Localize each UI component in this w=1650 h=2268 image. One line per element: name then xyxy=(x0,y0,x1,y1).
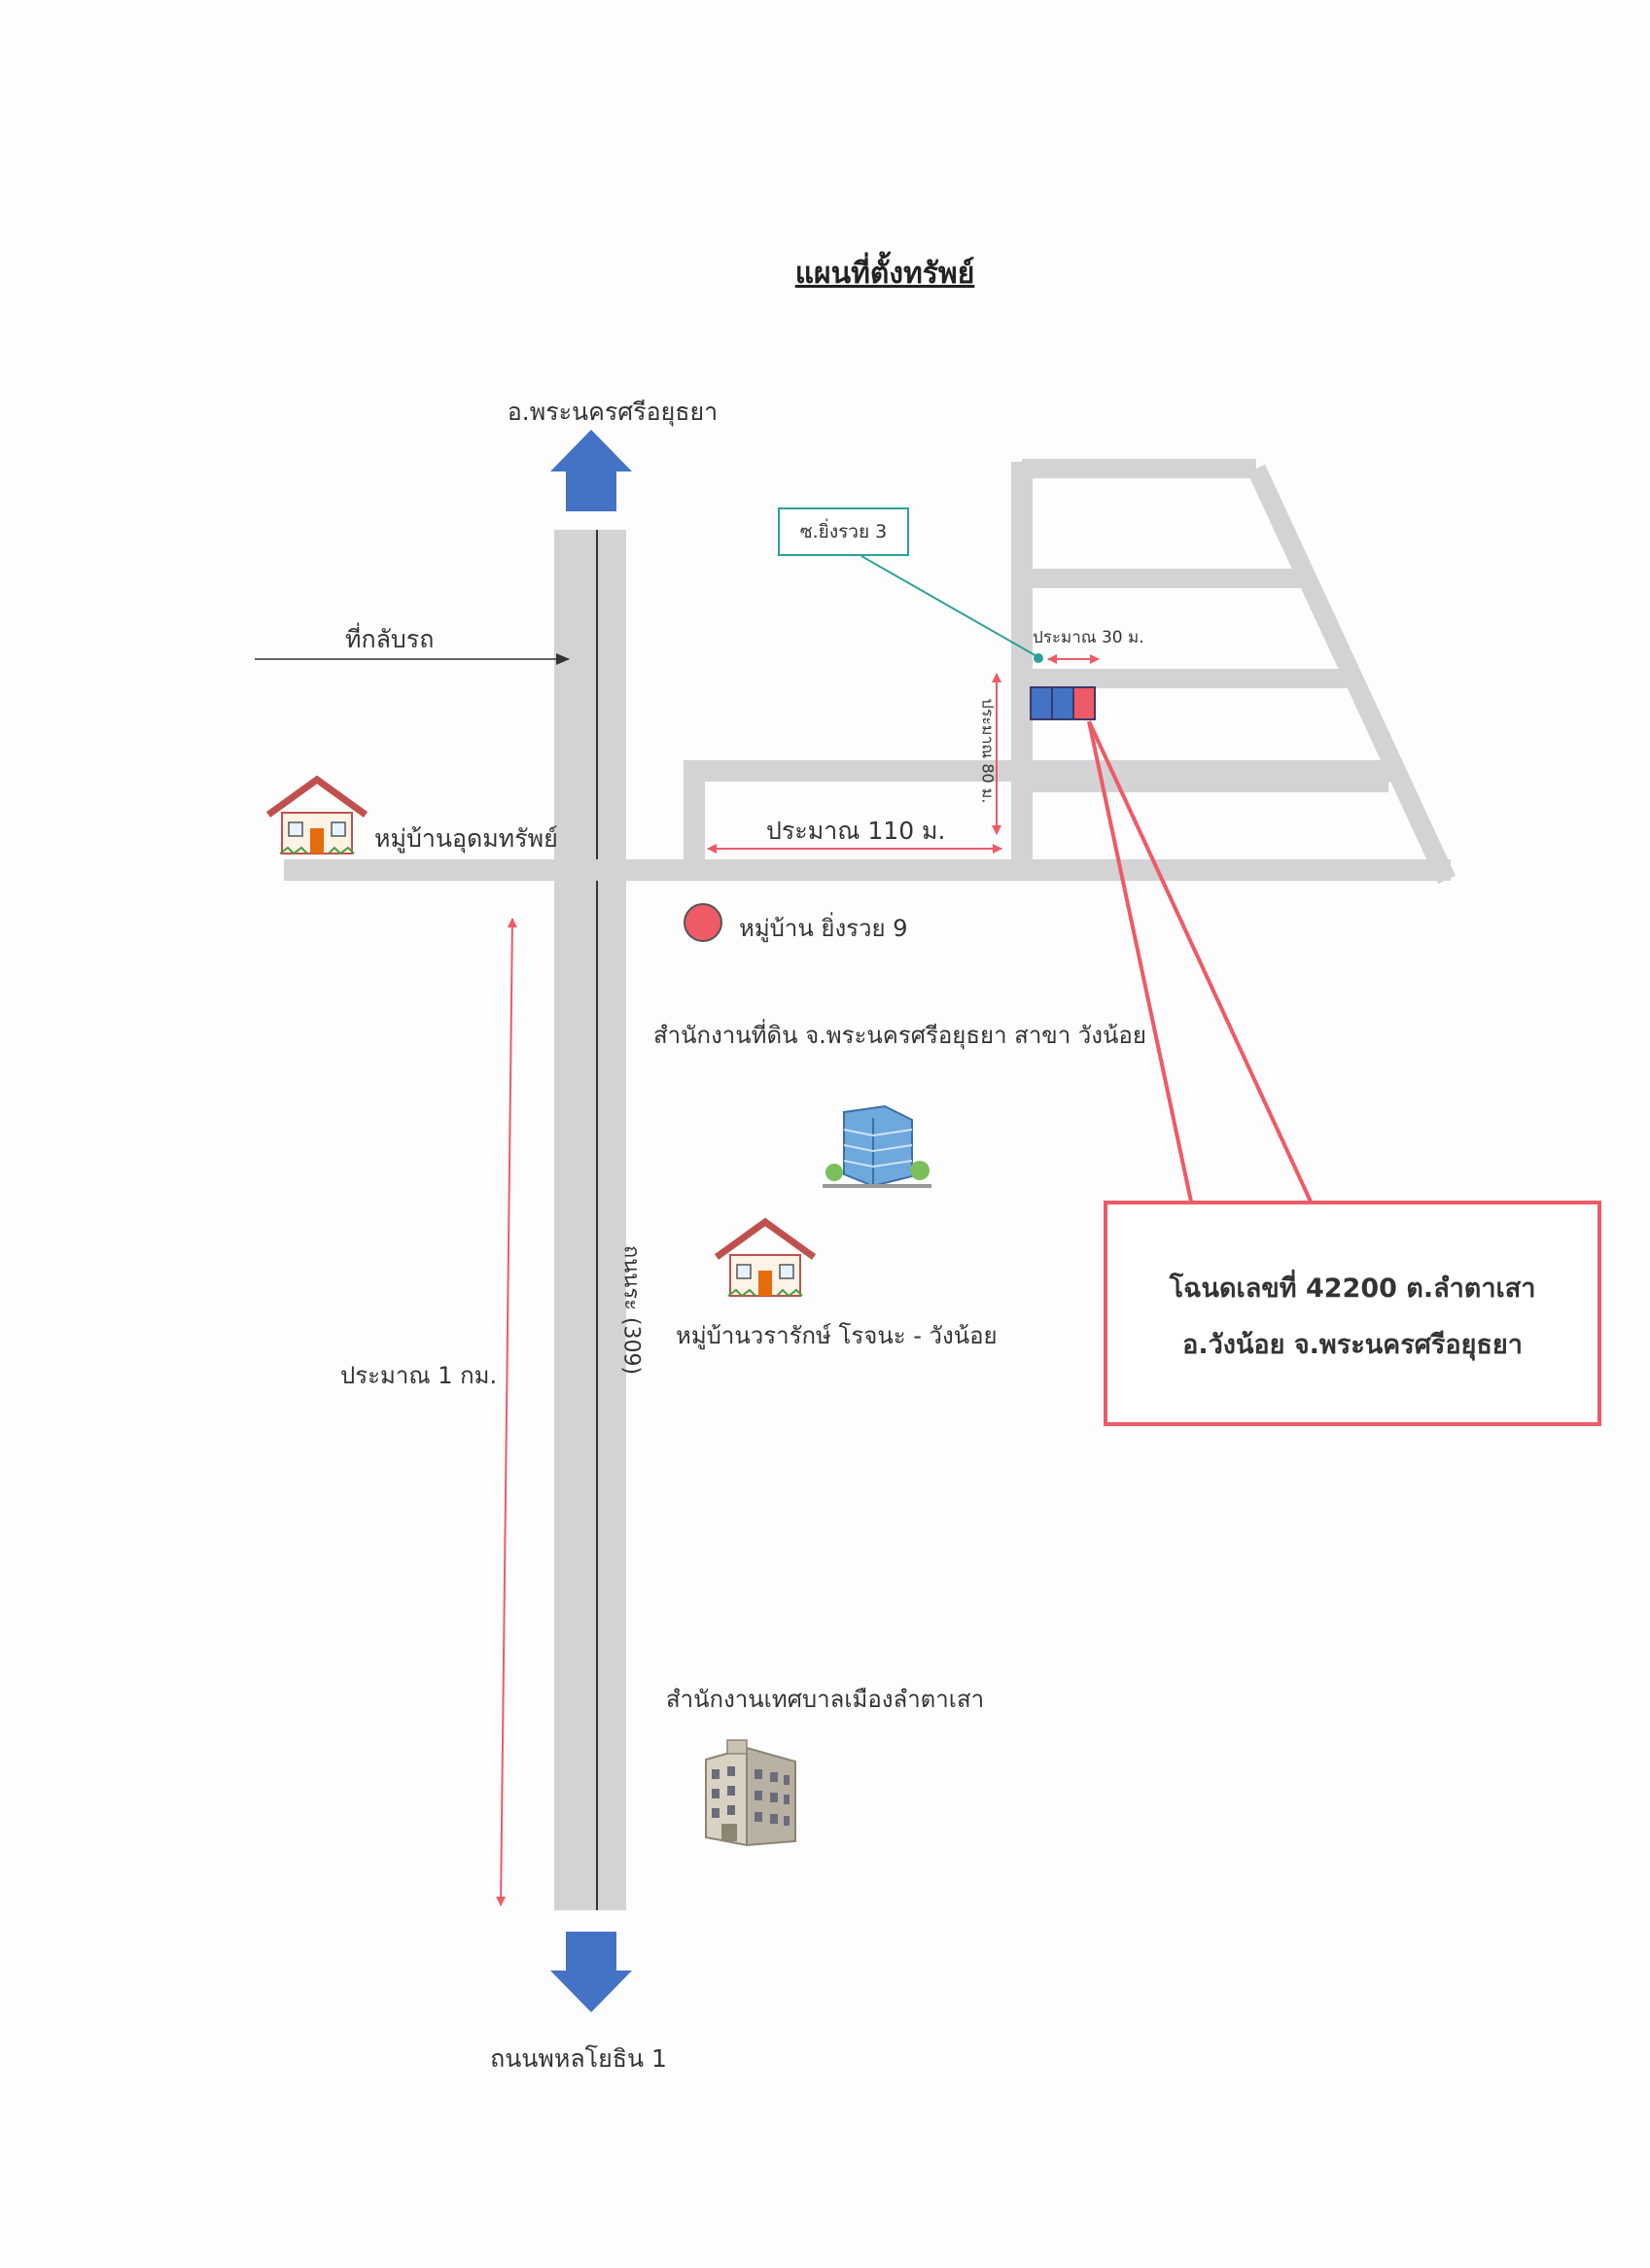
office-building-icon xyxy=(823,1104,931,1188)
distance-1km-arrow xyxy=(496,918,517,1906)
municipal-office-label: สำนักงานเทศบาลเมืองลำตาเสา xyxy=(666,1686,985,1713)
road-name-label: ถนนระ (309) xyxy=(618,1244,644,1376)
cross-road xyxy=(284,859,1451,881)
land-office-label: สำนักงานที่ดิน จ.พระนครศรีอยุธยา สาขา วั… xyxy=(653,1022,1146,1049)
page-title: แผนที่ตั้งทรัพย์ xyxy=(794,257,975,291)
house-icon-wararak xyxy=(714,1217,817,1298)
subdivision-grid xyxy=(1022,459,1457,885)
deed-info-box: โฉนดเลขที่ 42200 ต.ลำตาเสา อ.วังน้อย จ.พ… xyxy=(1104,1201,1601,1426)
uturn-label: ที่กลับรถ xyxy=(345,625,435,653)
inner-roads xyxy=(684,462,1393,875)
main-road xyxy=(554,530,626,1910)
deed-callout-pointer xyxy=(1087,720,1313,1203)
soi-callout-box: ซ.ยิ่งรวย 3 xyxy=(778,507,909,556)
soi-point-icon xyxy=(1034,653,1043,663)
distance-30m-label: ประมาณ 30 ม. xyxy=(1033,628,1144,647)
village-wararak-label: หมู่บ้านวรารักษ์ โรจนะ - วังน้อย xyxy=(676,1322,998,1349)
deed-line-1: โฉนดเลขที่ 42200 ต.ลำตาเสา xyxy=(1169,1274,1536,1304)
north-arrow-icon xyxy=(550,430,632,511)
distance-110m-label: ประมาณ 110 ม. xyxy=(766,817,946,845)
house-icon xyxy=(265,775,369,855)
soi-callout-line xyxy=(860,555,1039,658)
location-dot-icon xyxy=(684,903,722,942)
village-udom-label: หมู่บ้านอุดมทรัพย์ xyxy=(374,824,558,853)
distance-80m-label: ประมาณ 80 ม. xyxy=(978,698,998,804)
north-direction-label: อ.พระนครศรีอยุธยา xyxy=(507,398,719,426)
distance-1km-label: ประมาณ 1 กม. xyxy=(340,1362,498,1389)
south-direction-label: ถนนพหลโยธิน 1 xyxy=(490,2044,667,2073)
deed-line-2: อ.วังน้อย จ.พระนครศรีอยุธยา xyxy=(1182,1330,1523,1360)
plot-marker xyxy=(1030,686,1096,720)
south-arrow-icon xyxy=(550,1932,632,2012)
village-yingruay9-label: หมู่บ้าน ยิ่งรวย 9 xyxy=(739,915,908,942)
tower-building-icon xyxy=(705,1739,796,1847)
